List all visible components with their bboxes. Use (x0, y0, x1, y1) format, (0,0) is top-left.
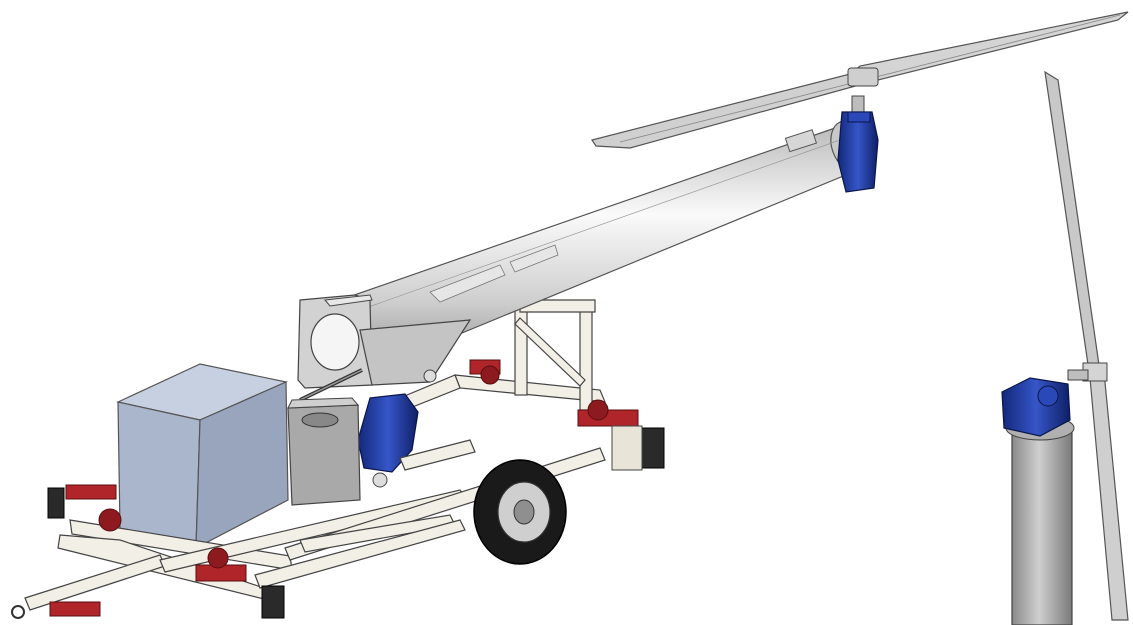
trailer-wheel (473, 459, 567, 565)
jack-rear-right (577, 399, 665, 471)
jack-tow-hitch (11, 601, 101, 619)
installed-turbine (1001, 70, 1129, 625)
jack-front-right (195, 547, 285, 619)
rotor-blade-top (591, 11, 1129, 149)
gear-housing (287, 397, 388, 506)
jack-front-left (47, 484, 122, 532)
top-gearbox (837, 95, 879, 193)
outrigger-jacks (11, 359, 665, 619)
drive-shaft (299, 368, 363, 402)
jack-rear-left (469, 359, 501, 385)
control-enclosure (116, 363, 289, 550)
hinge-flange (297, 294, 472, 389)
